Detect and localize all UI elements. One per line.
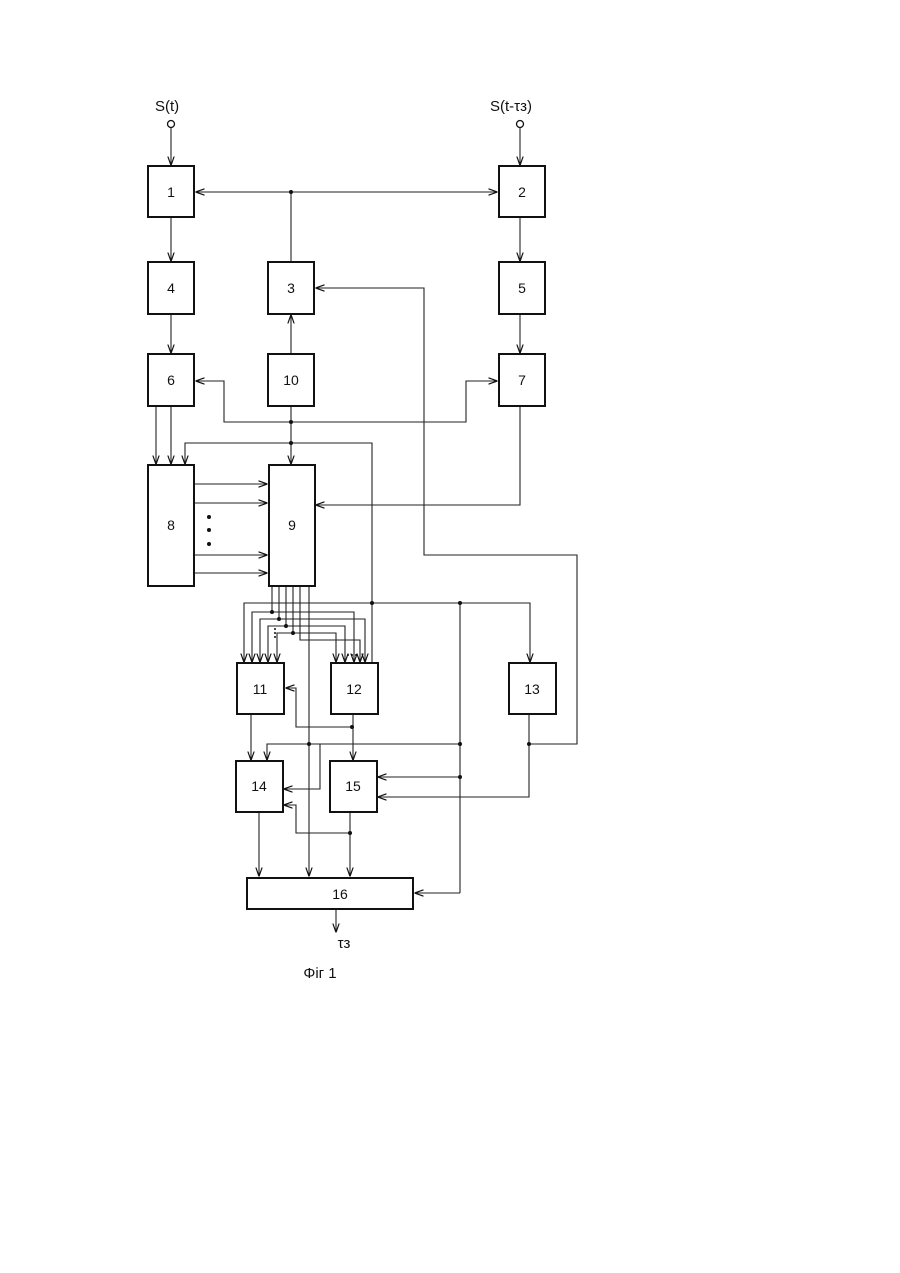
block-1: 1	[148, 166, 194, 217]
block-2-label: 2	[518, 184, 526, 200]
block-4: 4	[148, 262, 194, 314]
input-right-label: S(t-τз)	[490, 98, 532, 115]
block-11: 11	[237, 663, 284, 714]
block-16-label: 16	[332, 886, 348, 902]
block-9: 9	[269, 465, 315, 586]
input-right: S(t-τз)	[490, 98, 532, 128]
block-7: 7	[499, 354, 545, 406]
figure-caption: Φіг 1	[303, 965, 336, 982]
output-label: τз	[338, 935, 351, 952]
block-9-label: 9	[288, 517, 296, 533]
block-16: 16	[247, 878, 413, 909]
block-10: 10	[268, 354, 314, 406]
block-6-label: 6	[167, 372, 175, 388]
block-11-label: 11	[253, 681, 268, 697]
block-10-label: 10	[283, 372, 299, 388]
ellipsis-8-9	[207, 515, 211, 546]
input-left-terminal	[168, 121, 175, 128]
input-left-label: S(t)	[155, 98, 179, 115]
block-14-label: 14	[251, 778, 267, 794]
block-5: 5	[499, 262, 545, 314]
block-13: 13	[509, 663, 556, 714]
block-4-label: 4	[167, 280, 175, 296]
block-15: 15	[330, 761, 377, 812]
block-8: 8	[148, 465, 194, 586]
input-left: S(t)	[155, 98, 179, 128]
block-14: 14	[236, 761, 283, 812]
block-12: 12	[331, 663, 378, 714]
block-6: 6	[148, 354, 194, 406]
block-2: 2	[499, 166, 545, 217]
input-right-terminal	[517, 121, 524, 128]
block-13-label: 13	[524, 681, 540, 697]
block-1-label: 1	[167, 184, 175, 200]
block-3: 3	[268, 262, 314, 314]
block-7-label: 7	[518, 372, 526, 388]
block-12-label: 12	[346, 681, 362, 697]
block-8-label: 8	[167, 517, 175, 533]
block-5-label: 5	[518, 280, 526, 296]
block-15-label: 15	[345, 778, 361, 794]
block-3-label: 3	[287, 280, 295, 296]
